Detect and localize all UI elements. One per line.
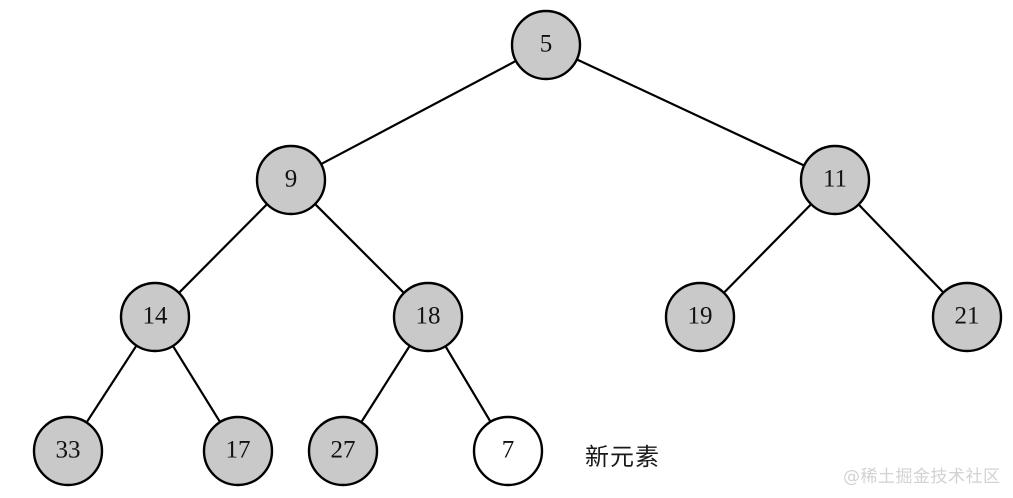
tree-edge-9-14 [177,202,269,295]
tree-node-5[interactable]: 5 [510,9,582,81]
node-label-14: 14 [143,303,169,330]
tree-node-21[interactable]: 21 [931,281,1003,353]
nodes-group: 5 9 11 14 18 19 21 33 17 27 7 [32,9,1003,487]
tree-edge-5-9 [319,59,518,166]
tree-edge-18-7 [443,344,493,424]
node-circle-19[interactable] [664,281,736,353]
node-circle-7[interactable] [472,415,544,487]
node-label-17: 17 [226,437,251,464]
tree-node-9[interactable]: 9 [255,144,327,216]
node-label-21: 21 [955,303,980,330]
node-circle-17[interactable] [202,415,274,487]
node-circle-5[interactable] [510,9,582,81]
node-label-18: 18 [416,303,441,330]
tree-edge-5-11 [574,57,807,168]
tree-edge-9-18 [313,202,406,295]
tree-node-14[interactable]: 14 [119,281,191,353]
node-circle-33[interactable] [32,415,104,487]
tree-node-27[interactable]: 27 [307,415,379,487]
node-label-5: 5 [540,31,553,58]
node-circle-21[interactable] [931,281,1003,353]
tree-node-17[interactable]: 17 [202,415,274,487]
tree-node-18[interactable]: 18 [392,281,464,353]
tree-node-19[interactable]: 19 [664,281,736,353]
node-label-19: 19 [688,303,713,330]
node-circle-27[interactable] [307,415,379,487]
new-element-label: 新元素 [585,443,660,471]
node-label-9: 9 [285,166,298,193]
tree-edge-14-33 [84,343,139,425]
node-label-27: 27 [331,437,356,464]
tree-edge-14-17 [171,343,222,425]
node-circle-9[interactable] [255,144,327,216]
node-circle-18[interactable] [392,281,464,353]
node-circle-11[interactable] [799,144,871,216]
tree-edge-18-27 [359,343,412,425]
tree-edge-11-19 [722,202,813,295]
tree-node-11[interactable]: 11 [799,144,871,216]
node-label-7: 7 [502,437,515,464]
tree-node-33[interactable]: 33 [32,415,104,487]
watermark-label: @稀土掘金技术社区 [843,467,1001,487]
node-label-33: 33 [56,437,81,464]
node-label-11: 11 [823,166,847,193]
tree-edge-11-21 [856,202,946,295]
edges-group [84,57,946,425]
tree-node-7[interactable]: 7 [472,415,544,487]
node-circle-14[interactable] [119,281,191,353]
